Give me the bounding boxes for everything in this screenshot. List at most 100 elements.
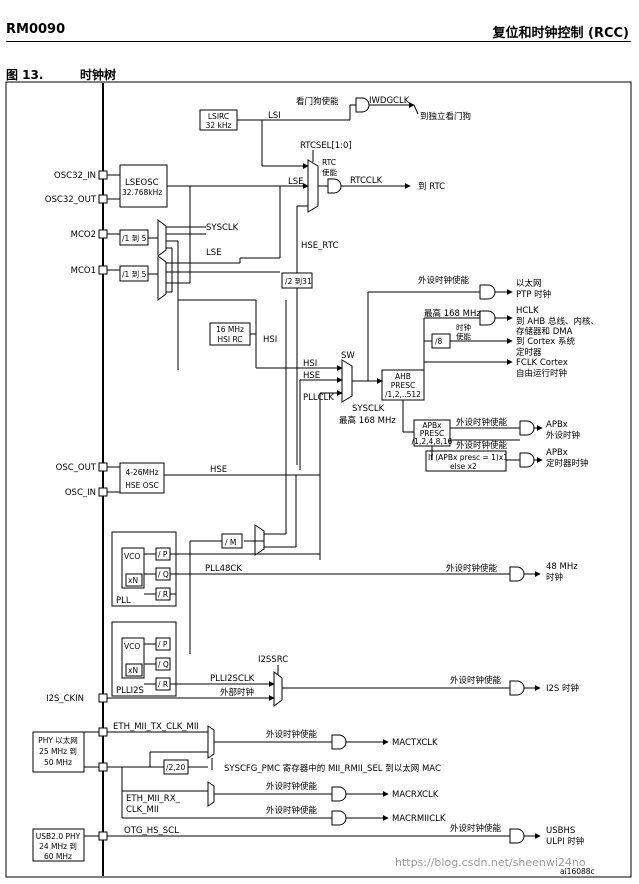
iwdg-and-gate [355,97,370,113]
diagram-frame [5,81,632,878]
usb-enable-label: 外设时钟使能 [450,823,502,834]
hsirc-freq: 16 MHz [216,325,244,334]
otg-label: OTG_HS_SCL [124,826,179,836]
usb-phy-3: 60 MHz [44,852,72,861]
pll-xn [125,573,143,587]
cortex-timer-1: 到 Cortex 系统 [516,336,575,347]
mco1-mux [157,255,167,301]
macrmiiclk-label: MACRMIICLK [392,814,446,824]
fclk-label-1: FCLK Cortex [516,358,568,368]
ext-clk-label: 外部时钟 [220,687,254,698]
syscfg-label: SYSCFG_PMC 寄存器中的 MII_RMII_SEL 到以太网 MAC [224,763,441,774]
ptp-out-2: PTP 时钟 [516,289,551,300]
pin-osc-out: OSC_OUT [56,463,97,473]
macrx-enable-label: 外设时钟使能 [266,781,318,792]
rtc-mux [307,159,319,213]
plli2s-div-q-label: / Q [158,660,169,669]
mhz48-out-1: 48 MHz [546,562,578,572]
usb-out-2: ULPI 时钟 [546,836,584,847]
div-8-label: /8 [435,337,443,346]
rtc-enable-1: RTC [322,158,336,167]
lse2-label: LSE [206,248,222,258]
sw-label: SW [341,351,355,361]
mco2-mux [157,219,167,257]
ptp-and-gate [479,284,496,300]
mactx-enable-label: 外设时钟使能 [266,729,318,740]
lsi-label: LSI [268,111,281,121]
ahb-label-2: PRESC [391,381,415,390]
pin-mco1: MCO1 [71,266,96,276]
plli2s-vco [121,637,145,679]
rtcsel-label: RTCSEL[1:0] [300,141,352,151]
apb-mul-2: else x2 [450,462,477,471]
rtc-enable-2: 使能 [322,167,337,177]
rtcclk-label: RTCCLK [350,176,383,186]
plli2s-xn [125,663,143,677]
lseosc-freq: 32.768kHz [122,188,162,197]
eth-phy-1: PHY 以太网 [38,735,78,745]
lsirc-freq: 32 kHz [206,121,232,130]
figure-title: 时钟树 [80,68,117,82]
watermark: https://blog.csdn.net/sheenwi24no [395,856,586,869]
hclk-max-label: 最高 168 MHz [424,308,481,319]
hsirc-label: HSI RC [217,335,242,344]
mhz48-and-gate [509,566,525,582]
ptp-out-1: 以太网 [516,278,542,289]
hclk-label: HCLK [516,306,539,316]
lsirc-label: LSIRC [208,112,229,121]
mco1-divider-label: /1 到 5 [122,270,147,279]
pin-osc32-in: OSC32_IN [54,171,96,181]
eth-tx-mux [207,725,215,759]
mactx-and-gate [331,734,347,750]
apb-mul-1: If (APBx presc = 1)x1 [428,453,508,462]
macrmii-enable-label: 外设时钟使能 [266,805,318,816]
figure-number: 图 13. [6,68,44,82]
pll-label: PLL [116,596,131,606]
pin-mco2: MCO2 [71,230,96,240]
document-id: RM0090 [6,22,66,37]
apb-label-1: APBx [422,421,442,430]
usb-phy-block [32,828,85,862]
lseosc-label: LSEOSC [125,178,159,188]
div-2-20-label: /2,20 [166,763,185,772]
lse-label: LSE [288,177,304,187]
figure-ref: ai16088c [560,867,595,876]
plli2sclk-label: PLLI2SCLK [210,674,255,684]
pll-vco-label: VCO [124,552,140,561]
eth-phy-2: 25 MHz 到 [39,747,77,756]
mhz48-out-2: 时钟 [546,572,563,583]
macrmii-and-gate [331,810,347,826]
mactxclk-label: MACTXCLK [392,738,438,748]
pll-vco [121,547,145,589]
eth-tx-label: ETH_MII_TX_CLK_MII [113,722,199,732]
pll-block [111,531,177,607]
eth-rx-label-1: ETH_MII_RX_ [126,794,181,804]
hclk-and-gate [479,310,496,326]
eth-phy-3: 50 MHz [44,758,72,767]
i2s-out-label: I2S 时钟 [546,683,579,694]
eth-rx-mux [207,781,215,807]
rtc-and-gate [327,178,342,194]
section-title: 复位和时钟控制 (RCC) [492,26,629,41]
plli2s-label: PLLI2S [116,686,144,696]
pll-div-r-label: / R [158,590,168,599]
apb-timer-multiplier [425,450,507,472]
eth-rx-label-2: CLK_MII [126,805,159,815]
mco2-sysclk-label: SYSCLK [206,223,239,233]
plli2s-block [111,621,177,697]
apb-out-1: APBx [546,420,568,430]
i2s-and-gate [509,680,525,696]
hclk-enable-1: 时钟 [456,322,471,332]
rtc-divider-label: /2 到31 [285,277,312,286]
tim-out-1: APBx [546,448,568,458]
usb-and-gate [509,828,525,844]
pll48ck-label: PLL48CK [205,564,242,574]
ptp-enable-label: 外设时钟使能 [418,275,470,286]
pin-osc32-out: OSC32_OUT [45,195,97,205]
pll-div-q-label: / Q [158,570,169,579]
usb-phy-2: 24 MHz 到 [39,842,77,851]
plli2s-vco-label: VCO [124,642,140,651]
header-rule [6,41,631,42]
iwdgclk-label: IWDGCLK [369,96,410,106]
iwdg-enable-label: 看门狗使能 [296,96,339,107]
